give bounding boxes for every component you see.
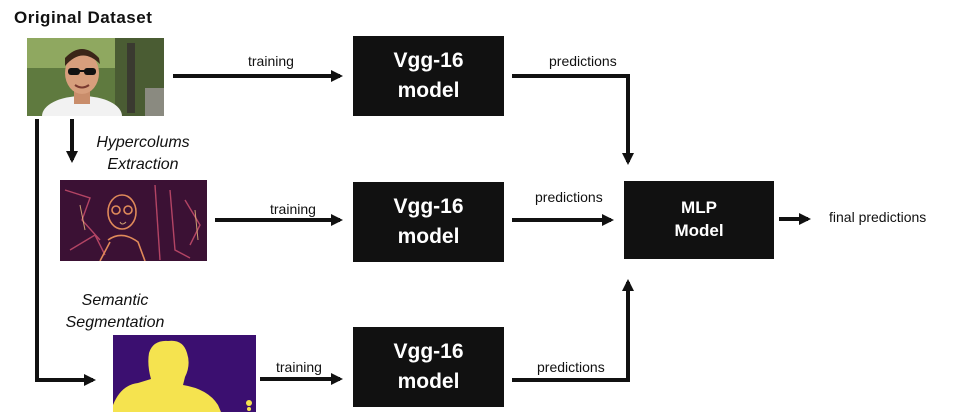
model-2-line1: Vgg-16 [393,194,464,218]
segmentation-line1: Semantic [81,292,149,309]
training-label-2: training [270,201,316,217]
vgg16-model-box-1: Vgg-16 model [353,36,504,116]
original-photo [27,38,164,116]
page-title: Original Dataset [14,8,153,27]
mlp-model-box: MLP Model [624,181,774,259]
hypercolumns-extraction-label: Hypercolums Extraction [78,132,208,175]
mlp-line1: MLP [681,198,717,218]
vgg16-model-box-3: Vgg-16 model [353,327,504,407]
segmentation-image [113,335,256,412]
predictions-label-1: predictions [549,53,617,69]
model-3-line1: Vgg-16 [393,339,464,363]
predictions-arrow-1 [512,74,634,165]
vgg16-model-box-2: Vgg-16 model [353,182,504,262]
hypercolumn-image [60,180,207,261]
model-1-line2: model [397,79,460,102]
model-1-line1: Vgg-16 [393,48,464,72]
hypercolumns-line2: Extraction [107,155,179,173]
hypercolumns-line1: Hypercolums [96,134,190,151]
predictions-arrow-3 [512,279,634,382]
mlp-line2: Model [674,221,724,240]
segmentation-arrow [35,119,96,386]
predictions-label-2: predictions [535,189,603,205]
predictions-label-3: predictions [537,359,605,375]
semantic-segmentation-label: Semantic Segmentation [45,290,185,333]
training-label-3: training [276,359,322,375]
final-predictions-label: final predictions [829,209,927,225]
model-3-line2: model [397,370,460,393]
model-2-line2: model [397,225,460,248]
training-label-1: training [248,53,294,69]
segmentation-line2: Segmentation [65,313,165,331]
